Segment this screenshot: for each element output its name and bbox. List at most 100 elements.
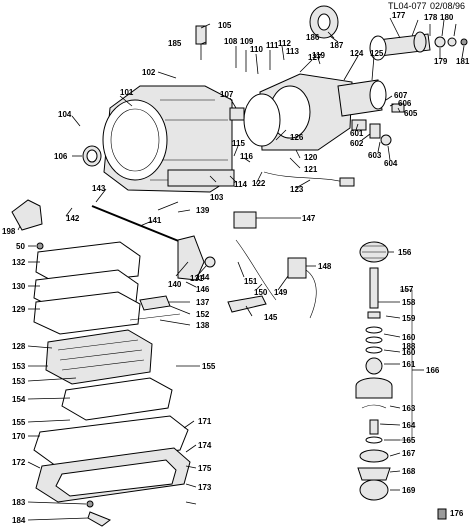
callout-130: 130 (12, 282, 26, 291)
callout-121: 121 (304, 165, 318, 174)
callout-164: 164 (402, 421, 416, 430)
callout-161: 161 (402, 360, 416, 369)
callout-154: 154 (12, 395, 26, 404)
accumulator-stack (355, 241, 393, 501)
callout-606: 606 (398, 99, 412, 108)
callout-155b: 155 (202, 362, 216, 371)
manual-valve (129, 313, 181, 321)
callout-148: 148 (318, 262, 332, 271)
output-yoke (369, 31, 431, 61)
callout-180: 180 (440, 13, 454, 22)
callout-159: 159 (402, 314, 416, 323)
callout-120: 120 (304, 153, 318, 162)
callout-140: 140 (168, 280, 182, 289)
callout-119: 119 (312, 51, 325, 60)
callout-179: 179 (434, 57, 448, 66)
callout-174: 174 (198, 441, 212, 450)
callout-150: 150 (254, 288, 268, 297)
cable-end (339, 177, 355, 187)
callout-145: 145 (264, 313, 278, 322)
detent-lever (177, 235, 205, 281)
wiring-harness (235, 239, 277, 301)
callout-175: 175 (198, 464, 212, 473)
callout-124: 124 (350, 49, 364, 58)
callout-50: 50 (16, 242, 25, 251)
callout-153b: 153 (12, 377, 26, 386)
callout-102: 102 (142, 68, 156, 77)
spacer-plate-stack (33, 241, 141, 335)
callout-187: 187 (330, 41, 344, 50)
callout-158: 158 (402, 298, 416, 307)
case-gasket (243, 93, 281, 147)
callout-173: 173 (198, 483, 212, 492)
callout-103: 103 (210, 193, 224, 202)
callout-109: 109 (240, 37, 254, 46)
callout-171: 171 (198, 417, 212, 426)
bracket-bolt (36, 242, 44, 250)
callout-177: 177 (392, 11, 406, 20)
callout-116: 116 (240, 152, 253, 161)
callout-166: 166 (426, 366, 440, 375)
group-bracket-156-165 (400, 289, 413, 441)
callout-127: 127 (308, 53, 322, 62)
drain-plug (86, 500, 94, 508)
oil-pan (35, 447, 191, 503)
callout-607: 607 (394, 91, 408, 100)
callout-185: 185 (168, 39, 182, 48)
harness-lead (305, 269, 317, 319)
manual-shaft (91, 205, 187, 245)
callout-176: 176 (450, 509, 464, 518)
callout-125: 125 (370, 49, 384, 58)
callout-106: 106 (54, 152, 68, 161)
small-clip (437, 508, 447, 520)
callout-181: 181 (456, 57, 470, 66)
callout-112: 112 (278, 39, 291, 48)
shift-cable (263, 171, 345, 183)
pan-bracket (87, 511, 112, 527)
callout-137: 137 (196, 298, 210, 307)
callout-604: 604 (384, 159, 398, 168)
sensor-housing (369, 123, 381, 139)
callout-160a: 160 (402, 333, 416, 342)
callout-178: 178 (424, 13, 438, 22)
callout-147: 147 (302, 214, 316, 223)
transmission-case (102, 85, 235, 193)
callout-123: 123 (290, 185, 304, 194)
callout-129: 129 (12, 305, 26, 314)
callout-603: 603 (368, 151, 382, 160)
callout-115: 115 (232, 139, 245, 148)
callout-153a: 153 (12, 362, 26, 371)
solenoid (233, 211, 257, 229)
callout-170: 170 (12, 432, 26, 441)
callout-146: 146 (196, 285, 210, 294)
callout-152: 152 (196, 310, 210, 319)
callout-132: 132 (12, 258, 26, 267)
callout-156: 156 (398, 248, 412, 257)
callout-105: 105 (218, 21, 232, 30)
callout-128: 128 (12, 342, 26, 351)
detent-roller (204, 256, 216, 268)
callout-142: 142 (66, 214, 80, 223)
bushing (229, 107, 245, 121)
harness-bracket (227, 295, 267, 313)
callout-labels: 101 102 103 104 105 106 107 108 109 110 … (2, 11, 470, 525)
callout-169: 169 (402, 486, 416, 495)
callout-605: 605 (404, 109, 418, 118)
rear-seal-bore (317, 13, 331, 31)
callout-113: 113 (286, 47, 299, 56)
callout-155a: 155 (12, 418, 26, 427)
callout-163: 163 (402, 404, 416, 413)
callout-149: 149 (274, 288, 288, 297)
harness-connector (287, 257, 307, 279)
callout-101: 101 (120, 88, 134, 97)
callout-122: 122 (252, 179, 266, 188)
callout-111: 111 (266, 41, 279, 50)
callout-186: 186 (306, 33, 320, 42)
callout-104: 104 (58, 110, 72, 119)
yoke-nut (447, 37, 457, 47)
callout-151: 151 (244, 277, 258, 286)
callout-184: 184 (12, 516, 26, 525)
valve-body (45, 329, 153, 385)
